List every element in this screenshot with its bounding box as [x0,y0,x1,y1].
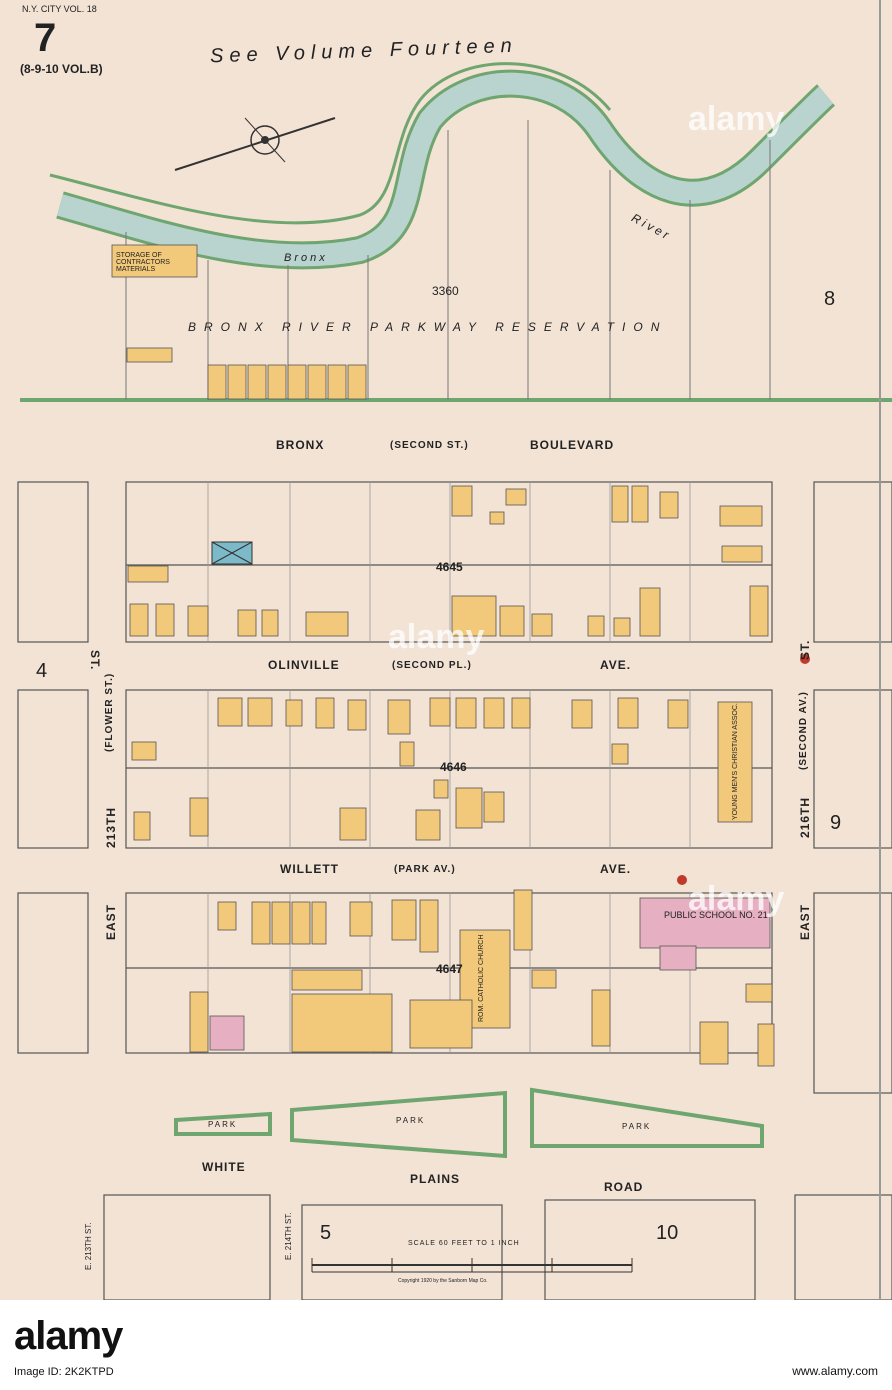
school-label: PUBLIC SCHOOL NO. 21 [664,910,768,920]
park-3 [530,1087,764,1148]
watermark-brand-2: alamy [388,618,485,656]
street-e213-east: EAST [104,903,118,940]
street-e213-alt: (FLOWER ST.) [104,672,115,752]
watermark-brand-1: alamy [688,100,785,138]
website: www.alamy.com [792,1364,878,1378]
park-1 [174,1111,272,1136]
street-e213: 213TH [104,806,118,848]
park-2 [290,1090,507,1159]
map-sheet: N.Y. CITY VOL. 18 7 (8-9-10 VOL.B) See V… [0,0,892,1300]
compass-icon [174,117,336,171]
street-e214-bottom: E. 214TH ST. [284,1212,293,1260]
park-label-1: PARK [208,1120,238,1129]
block-4646: 4646 [440,760,467,774]
adjacent-sheet-9: 9 [830,812,842,834]
adjacent-sheet-10: 10 [656,1222,679,1244]
reservation-label: BRONX RIVER PARKWAY RESERVATION [188,320,668,334]
street-olinville-alt: (SECOND PL.) [392,660,472,671]
street-boulevard: BOULEVARD [530,438,615,452]
volume-label: N.Y. CITY VOL. 18 [22,4,97,14]
street-e216-st: ST. [798,639,812,660]
street-plains: PLAINS [410,1172,461,1186]
street-bronx: BRONX [276,438,325,452]
block-4647: 4647 [436,962,463,976]
street-willett-alt: (PARK AV.) [394,864,456,875]
street-olinville: OLINVILLE [268,658,340,672]
alamy-logo: alamy [14,1314,123,1358]
river-label-2: Bronx [284,252,328,264]
park-label-2: PARK [396,1116,426,1125]
adjacent-sheet-8: 8 [824,288,836,310]
street-e216-alt: (SECOND AV.) [798,691,809,770]
street-willett: WILLETT [280,862,339,876]
street-e213-bottom: E. 213TH ST. [84,1222,93,1270]
bronx-river-water [57,72,834,267]
street-willett-ave: AVE. [600,862,632,876]
adjacent-sheet-5: 5 [320,1222,332,1244]
map-drawing [17,0,892,1300]
church-label: ROM. CATHOLIC CHURCH [478,934,485,1022]
scale-label: SCALE 60 FEET TO 1 INCH [408,1240,520,1247]
copyright-label: Copyright 1920 by the Sanborn Map Co. [398,1278,488,1284]
street-e216: 216TH [798,796,812,838]
street-e213-st: ST. [88,650,102,671]
public-school [639,897,771,949]
image-id: Image ID: 2K2KTPD [14,1366,114,1378]
footer-bar: alamy Image ID: 2K2KTPD www.alamy.com [0,1300,892,1390]
reservation-block: 3360 [432,284,459,298]
adjacent-sheet-4: 4 [36,660,48,682]
block-4645: 4645 [436,560,463,574]
street-white: WHITE [202,1160,246,1174]
street-olinville-ave: AVE. [600,658,632,672]
scale-bar [311,1258,633,1273]
sheet-ref: (8-9-10 VOL.B) [20,62,103,76]
street-e216-east: EAST [798,903,812,940]
sheet-number: 7 [34,16,57,60]
ymca-label: YOUNG MEN'S CHRISTIAN ASSOC. [732,703,739,820]
street-bronx-alt: (SECOND ST.) [390,440,469,451]
park-label-3: PARK [622,1122,652,1131]
watermark-brand-3: alamy [688,880,785,918]
storage-label: STORAGE OF CONTRACTORS MATERIALS [116,252,170,273]
street-road: ROAD [604,1180,644,1194]
